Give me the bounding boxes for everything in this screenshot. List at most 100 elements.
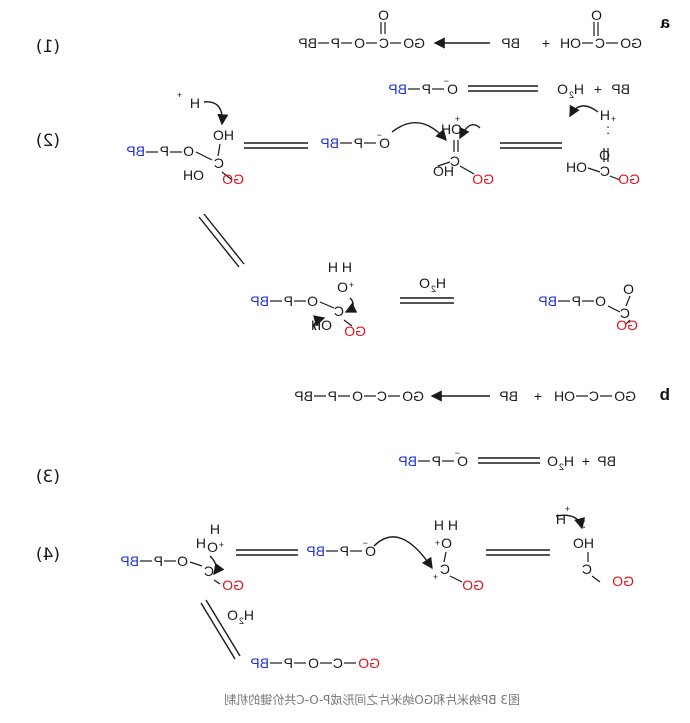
bp-text: BP — [538, 293, 557, 309]
go-text: GO — [472, 171, 494, 187]
oxygen-text: O — [457, 453, 468, 469]
equilibrium-arrow-diagonal — [203, 213, 245, 265]
carbon-text: C — [214, 155, 224, 171]
oxygen-text: O — [183, 143, 194, 159]
proton-h: H — [190, 95, 200, 111]
minus-charge: − — [444, 76, 449, 86]
go-text: GO — [222, 171, 244, 187]
go-text: GO — [462, 577, 484, 593]
carbon-text: C — [582, 561, 592, 577]
oxonium-plus: + — [435, 538, 440, 548]
bp-text: BP — [250, 655, 269, 671]
h2o-o: O — [547, 453, 558, 469]
h2o-o: O — [227, 607, 238, 623]
h2o-h: H — [244, 607, 254, 623]
proton-plus: + — [611, 114, 616, 124]
oxygen-text: O — [441, 535, 452, 551]
figure-caption: 图3 BP纳米片和GO纳米片之间形成P-O-C共价键的机制 — [224, 692, 520, 707]
carbon-text: C — [595, 35, 605, 51]
proton-h: H — [196, 535, 206, 551]
bp-text: BP — [294, 388, 313, 404]
phosphorus-text: P — [422, 81, 431, 97]
oxygen-text: O — [378, 7, 389, 23]
oxonium-intermediate: H H O + C GO O P BP — [120, 521, 244, 593]
minus-charge: − — [363, 538, 368, 548]
phosphorus-text: P — [354, 135, 363, 151]
go-text: GO — [358, 655, 380, 671]
section-b-label: b — [660, 385, 670, 404]
carbon-text: C — [440, 561, 450, 577]
phosphinate-nucleophile: O − P BP — [306, 536, 433, 570]
oxygen-text: O — [307, 293, 318, 309]
oh-text: OH — [554, 388, 575, 404]
ester-product: O C O P BP GO — [538, 281, 638, 333]
go-c-oh-reactant: GO C OH — [554, 388, 636, 404]
oxonium-plus: + — [455, 114, 460, 124]
oxygen-text: O — [591, 7, 602, 23]
oh-text: HO — [213, 127, 234, 143]
carbon-text: C — [204, 563, 214, 579]
carbon-text: C — [377, 388, 387, 404]
carbon-text: C — [333, 655, 343, 671]
step-label-3: (3) — [36, 467, 60, 487]
water: H 2 O — [547, 453, 574, 472]
oxygen-text: O — [177, 553, 188, 569]
oxygen-text: O — [352, 388, 363, 404]
oxygen-text: O — [308, 655, 319, 671]
protonated-alcohol: H H O + C + GO — [433, 517, 484, 593]
go-c-oh-with-proton: + H : HO C GO — [556, 504, 634, 589]
oxygen-text: O — [207, 539, 218, 555]
proton-h: H — [328, 259, 338, 275]
proton-h: H — [556, 511, 566, 527]
protonated-carbonyl-go: OH + C HO GO — [433, 114, 494, 187]
phosphinate-anion: O − P BP — [398, 448, 468, 469]
water: H 2 O — [557, 81, 584, 100]
oxonium-plus: + — [349, 280, 354, 290]
equilibrium-arrow-diagonal — [200, 602, 236, 660]
bp-text: BP — [388, 81, 407, 97]
final-ester-product: GO C O P BP — [250, 655, 380, 671]
plus-sign: + — [594, 81, 602, 97]
proton-h: H — [434, 517, 444, 533]
carbon-text: C — [379, 35, 389, 51]
equilibrium-arrow-diagonal — [205, 599, 241, 657]
oxygen-text: O — [623, 281, 634, 297]
lone-pair: : — [582, 515, 586, 531]
protonated-hydroxyl-intermediate: H H O + C OH GO O P BP — [250, 259, 366, 339]
phosphorus-text: P — [572, 293, 581, 309]
bp-text: BP — [120, 553, 139, 569]
step1-reactant-go-cooh: GO C O OH — [560, 7, 642, 51]
go-text: GO — [403, 35, 425, 51]
bp-text: BP — [501, 35, 520, 51]
proton-h: H — [342, 259, 352, 275]
proton-h: H — [600, 107, 610, 123]
bp-text: BP — [611, 81, 630, 97]
phosphorus-text: P — [160, 143, 169, 159]
h2o-subscript: 2 — [559, 462, 564, 472]
oxygen-text: O — [354, 35, 365, 51]
phosphorus-text: P — [284, 293, 293, 309]
oxygen-text: O — [337, 279, 348, 295]
bp-text: BP — [250, 293, 269, 309]
proton-h: H — [448, 517, 458, 533]
step-label-1: (1) — [36, 37, 60, 57]
phosphinate-anion: O − P BP — [388, 76, 458, 97]
h2o-subscript: 2 — [431, 284, 436, 294]
water-released: H 2 O — [227, 607, 254, 626]
proton-h: H — [210, 521, 220, 537]
go-text: GO — [222, 577, 244, 593]
h2o-h: H — [436, 275, 446, 291]
go-text: GO — [612, 573, 634, 589]
bp-text: BP — [306, 543, 325, 559]
oh-text: OH — [566, 159, 587, 175]
bp-text: BP — [126, 143, 145, 159]
go-text: GO — [402, 388, 424, 404]
equilibrium-arrow-diagonal — [198, 216, 240, 268]
step1-product-go-c-o-p-bp: GO C O O P BP — [298, 7, 425, 51]
proton-plus: + — [565, 504, 570, 514]
phosphinate-nucleophile: O − P BP — [320, 122, 447, 151]
go-text: GO — [618, 171, 640, 187]
h2o-h: H — [574, 81, 584, 97]
